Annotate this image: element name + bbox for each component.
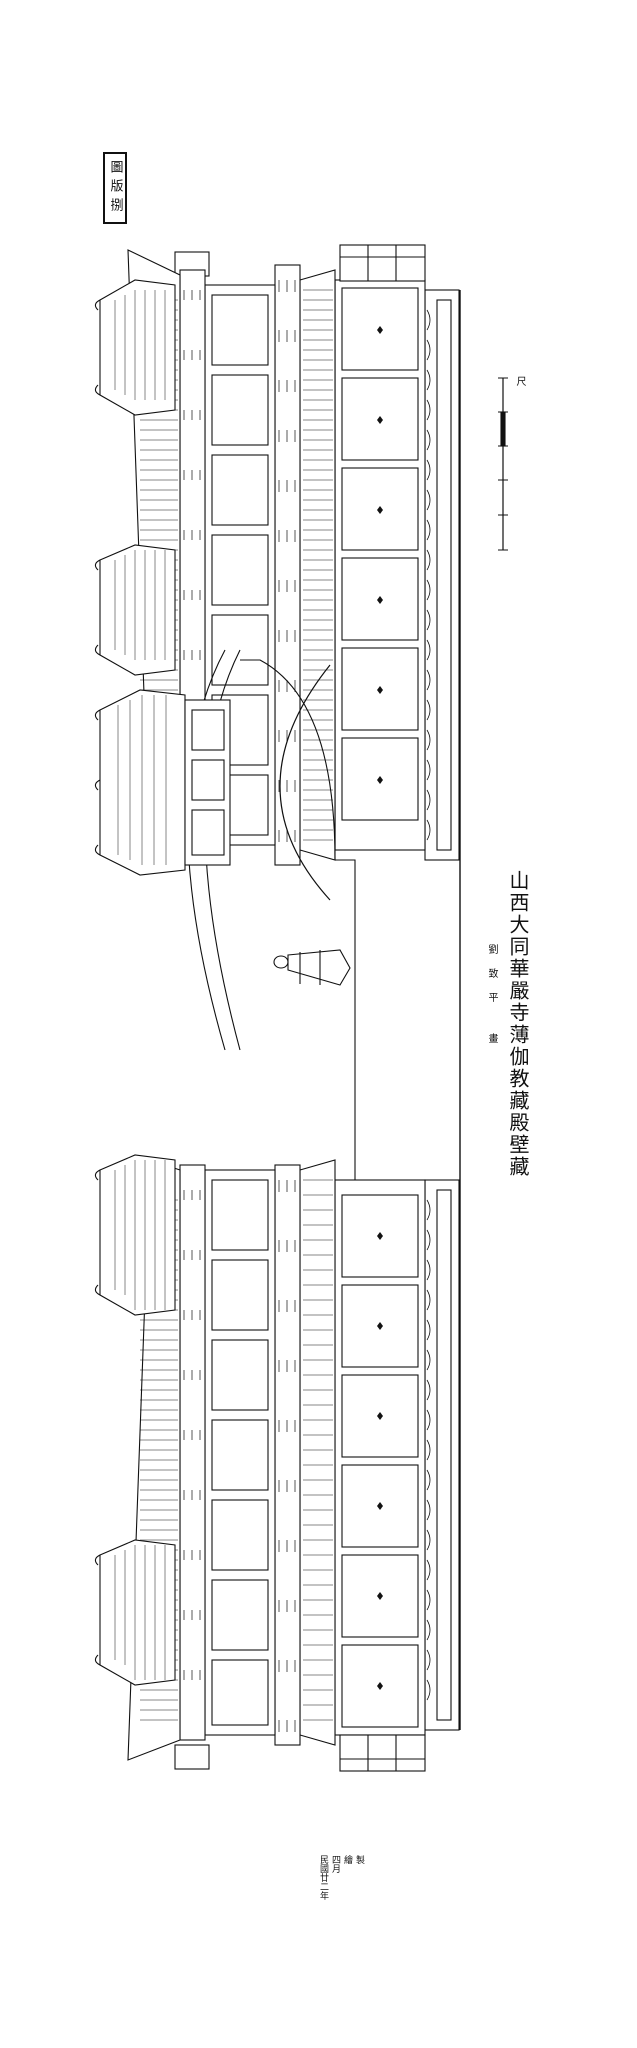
lower-pavilion-1: [94, 1154, 176, 1316]
human-figure: [273, 949, 351, 986]
date-line: 民國廿二年: [318, 1855, 328, 1900]
date-line: 繪: [342, 1855, 352, 1864]
upper-wall-section: [94, 244, 460, 866]
arch-bridge: [94, 649, 356, 1181]
upper-pavilion-2: [94, 544, 176, 676]
date-line: 四月: [330, 1855, 340, 1873]
lower-wall-section: [94, 1154, 460, 1772]
scale-bar: [498, 377, 508, 551]
plate-label: 圖版捌: [103, 152, 127, 224]
drawing-author: 劉致平 畫: [486, 944, 497, 1058]
plate-label-text: 圖版捌: [107, 159, 123, 217]
upper-pavilion-1: [94, 279, 176, 416]
lower-pavilion-2: [94, 1539, 176, 1686]
date-line: 製: [354, 1855, 364, 1864]
scale-unit: 尺: [514, 376, 525, 386]
drawing-title: 山西大同華嚴寺薄伽教藏殿壁藏: [506, 870, 530, 1178]
drawing-date: 民國廿二年 四月 繪 製: [318, 1855, 364, 1900]
